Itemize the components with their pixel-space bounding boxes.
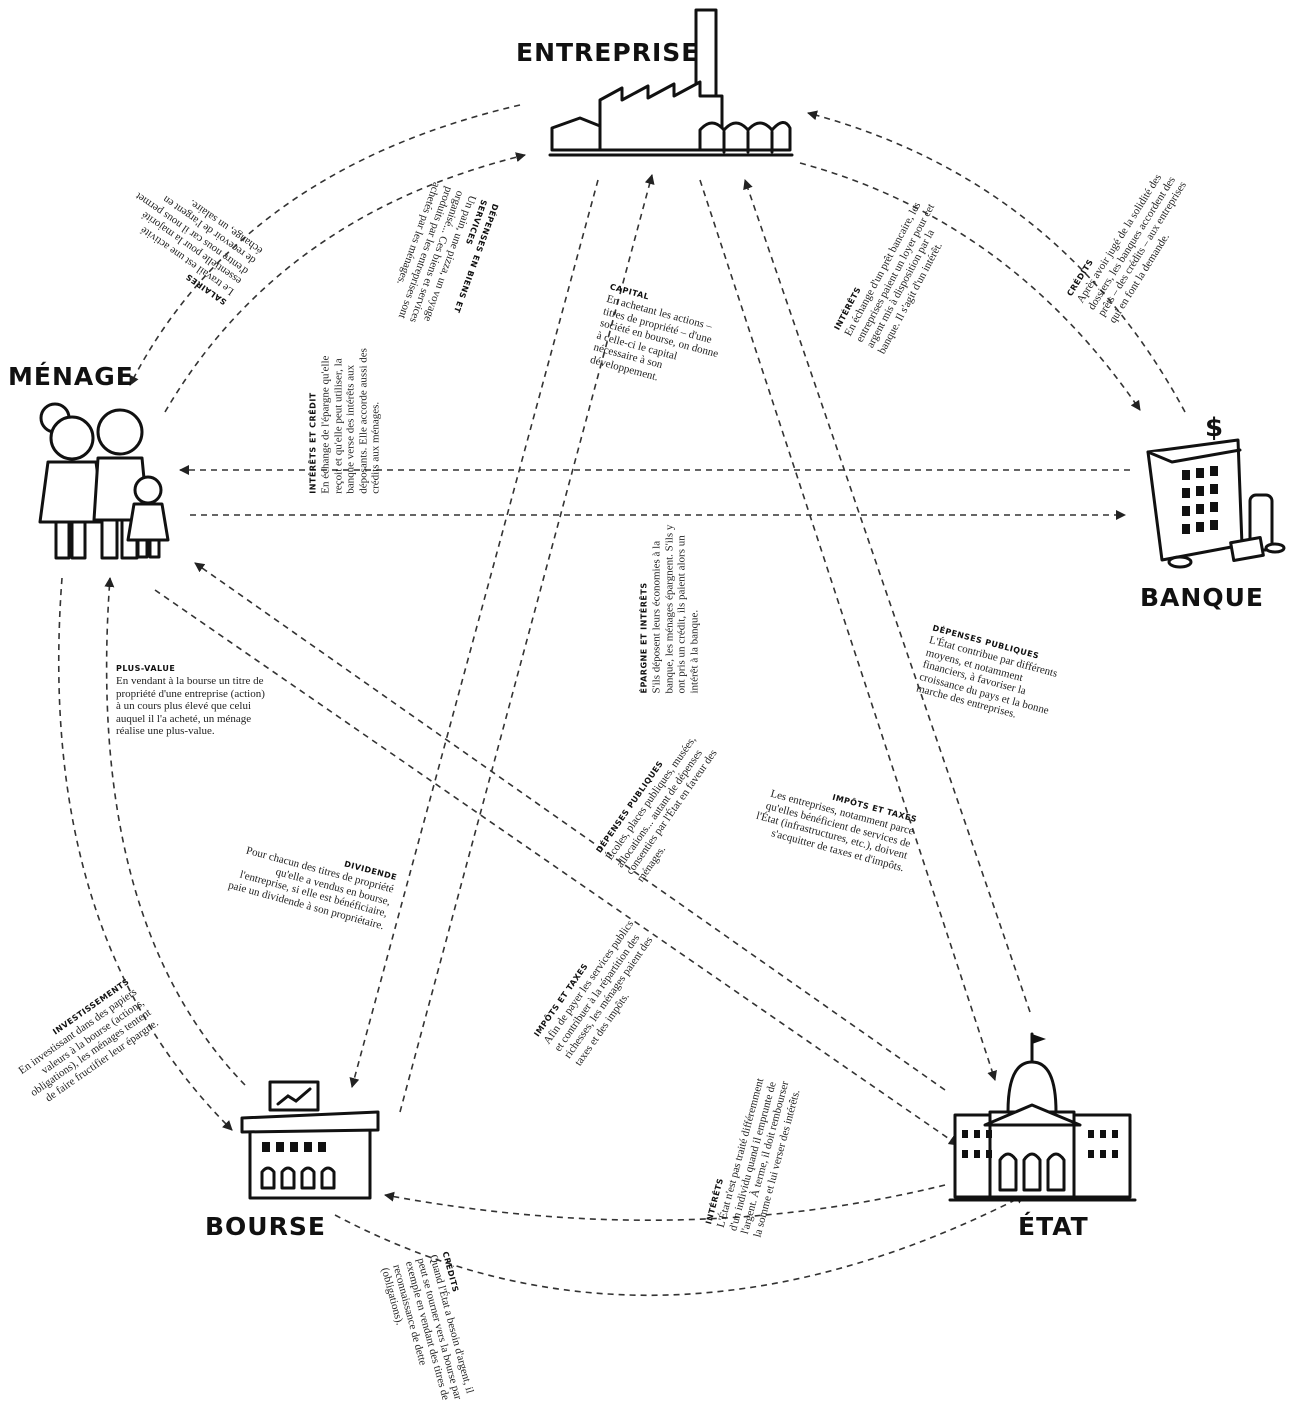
node-label-menage: MÉNAGE [8,362,134,391]
arrow-interets-etat [384,1184,946,1222]
family-icon [38,402,170,560]
annotation-epargne-text: S'ils déposent leurs économies à la banq… [650,524,701,694]
node-label-etat: ÉTAT [1018,1212,1089,1241]
arrow-depenses-biens [164,152,526,413]
annotation-epargne: ÉPARGNE ET INTÉRÊTS S'ils déposent leurs… [639,519,701,694]
arrow-capital [399,174,655,1113]
arrow-impots-menages [194,562,946,1091]
government-building-icon [948,1032,1137,1202]
arrow-interets-banque [799,162,1141,411]
annotation-interets-credit-title: INTÉRÊTS ET CRÉDIT [308,392,318,494]
annotation-epargne-title: ÉPARGNE ET INTÉRÊTS [639,582,649,694]
svg-text:$: $ [1205,413,1223,443]
stock-exchange-icon [240,1080,380,1200]
annotation-interets-credit: INTÉRÊTS ET CRÉDIT En échange de l'éparg… [307,329,382,494]
annotation-plus-value: PLUS-VALUE En vendant à la bourse un tit… [116,663,266,738]
annotation-plus-value-title: PLUS-VALUE [116,664,176,673]
arrow-depenses-publiques-menage [154,589,959,1146]
node-label-banque: BANQUE [1140,583,1264,612]
arrow-dividende [349,179,599,1088]
arrow-credits-etat [334,1194,1026,1297]
annotation-interets-credit-text: En échange de l'épargne qu'elle reçoit e… [319,348,382,494]
node-label-entreprise: ENTREPRISE [516,38,700,67]
arrow-impots-entreprises [743,179,1031,1013]
arrow-investissements [57,577,233,1131]
bank-icon: $ [1146,413,1286,569]
arrow-depenses-publiques-entreprise [699,179,997,1081]
factory-icon [548,8,794,157]
annotation-plus-value-text: En vendant à la bourse un titre de propr… [116,675,265,737]
node-label-bourse: BOURSE [205,1212,326,1241]
arrow-salaires [129,104,521,386]
arrow-credits-banque [807,110,1186,413]
